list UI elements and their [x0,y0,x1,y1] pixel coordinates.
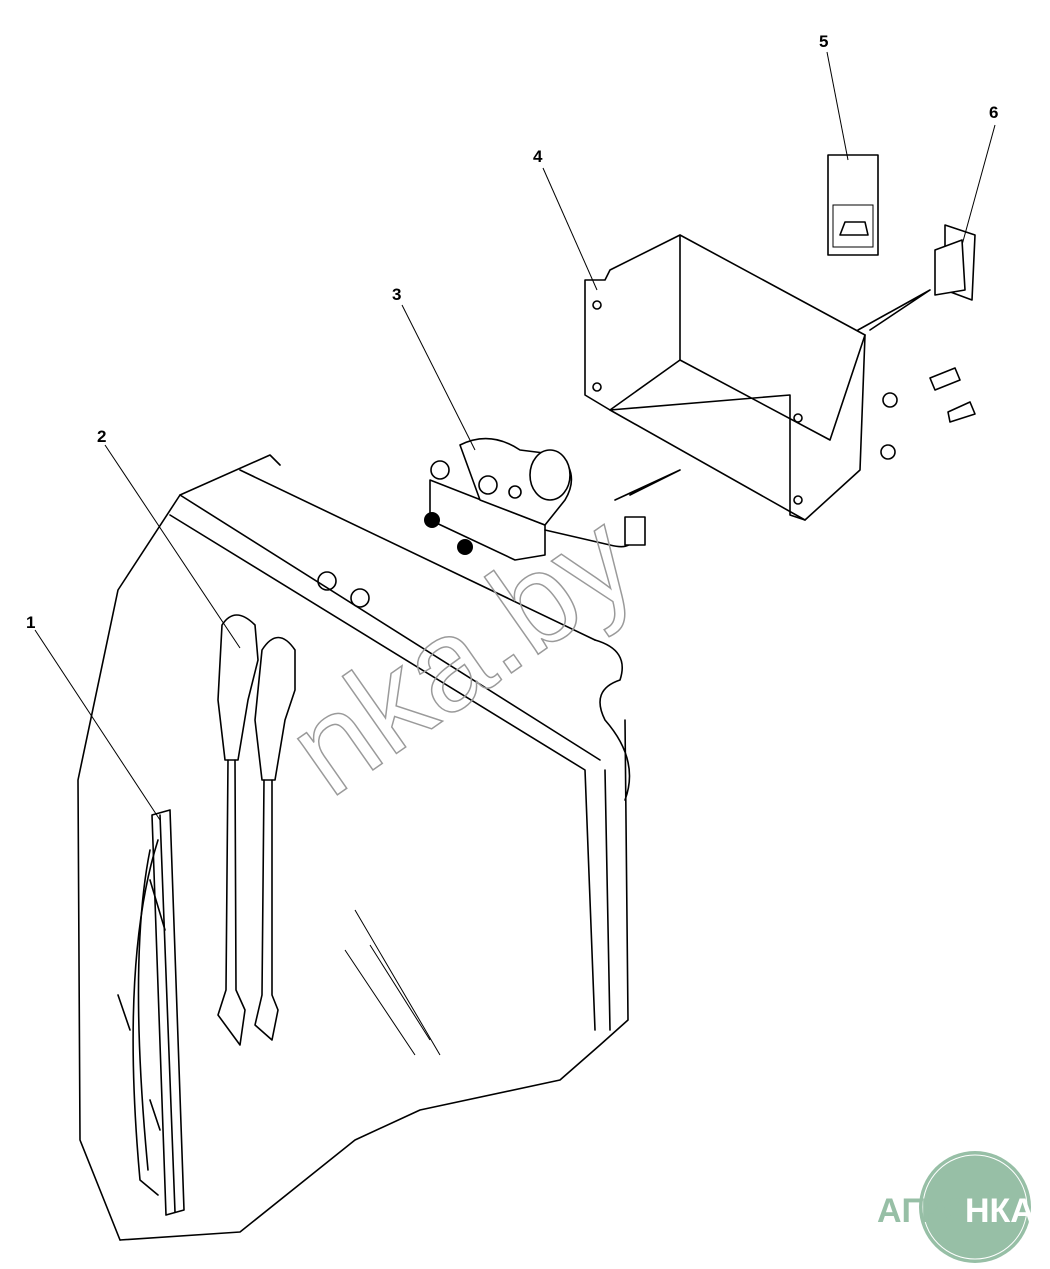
callout-1: 1 [26,613,35,632]
logo-text-right: НКА [965,1192,1035,1230]
part-3-wiper-motor [424,437,681,561]
callout-2: 2 [97,427,106,446]
part-2-wiper-arms [217,614,296,1046]
leader-lines [34,51,996,821]
logo-text-left: АГРО [877,1192,970,1230]
part-1-wiper-blade [117,809,185,1216]
callout-3: 3 [392,285,401,304]
part-6-switch [934,224,976,301]
callout-4: 4 [533,147,543,166]
part-5-gauge-panel [827,154,879,256]
agronka-logo: АГРО НКА [877,1151,1035,1263]
cab-window-outline [77,454,631,1241]
callout-5: 5 [819,32,828,51]
callout-6: 6 [989,103,998,122]
part-4-mounting-box [584,234,976,521]
